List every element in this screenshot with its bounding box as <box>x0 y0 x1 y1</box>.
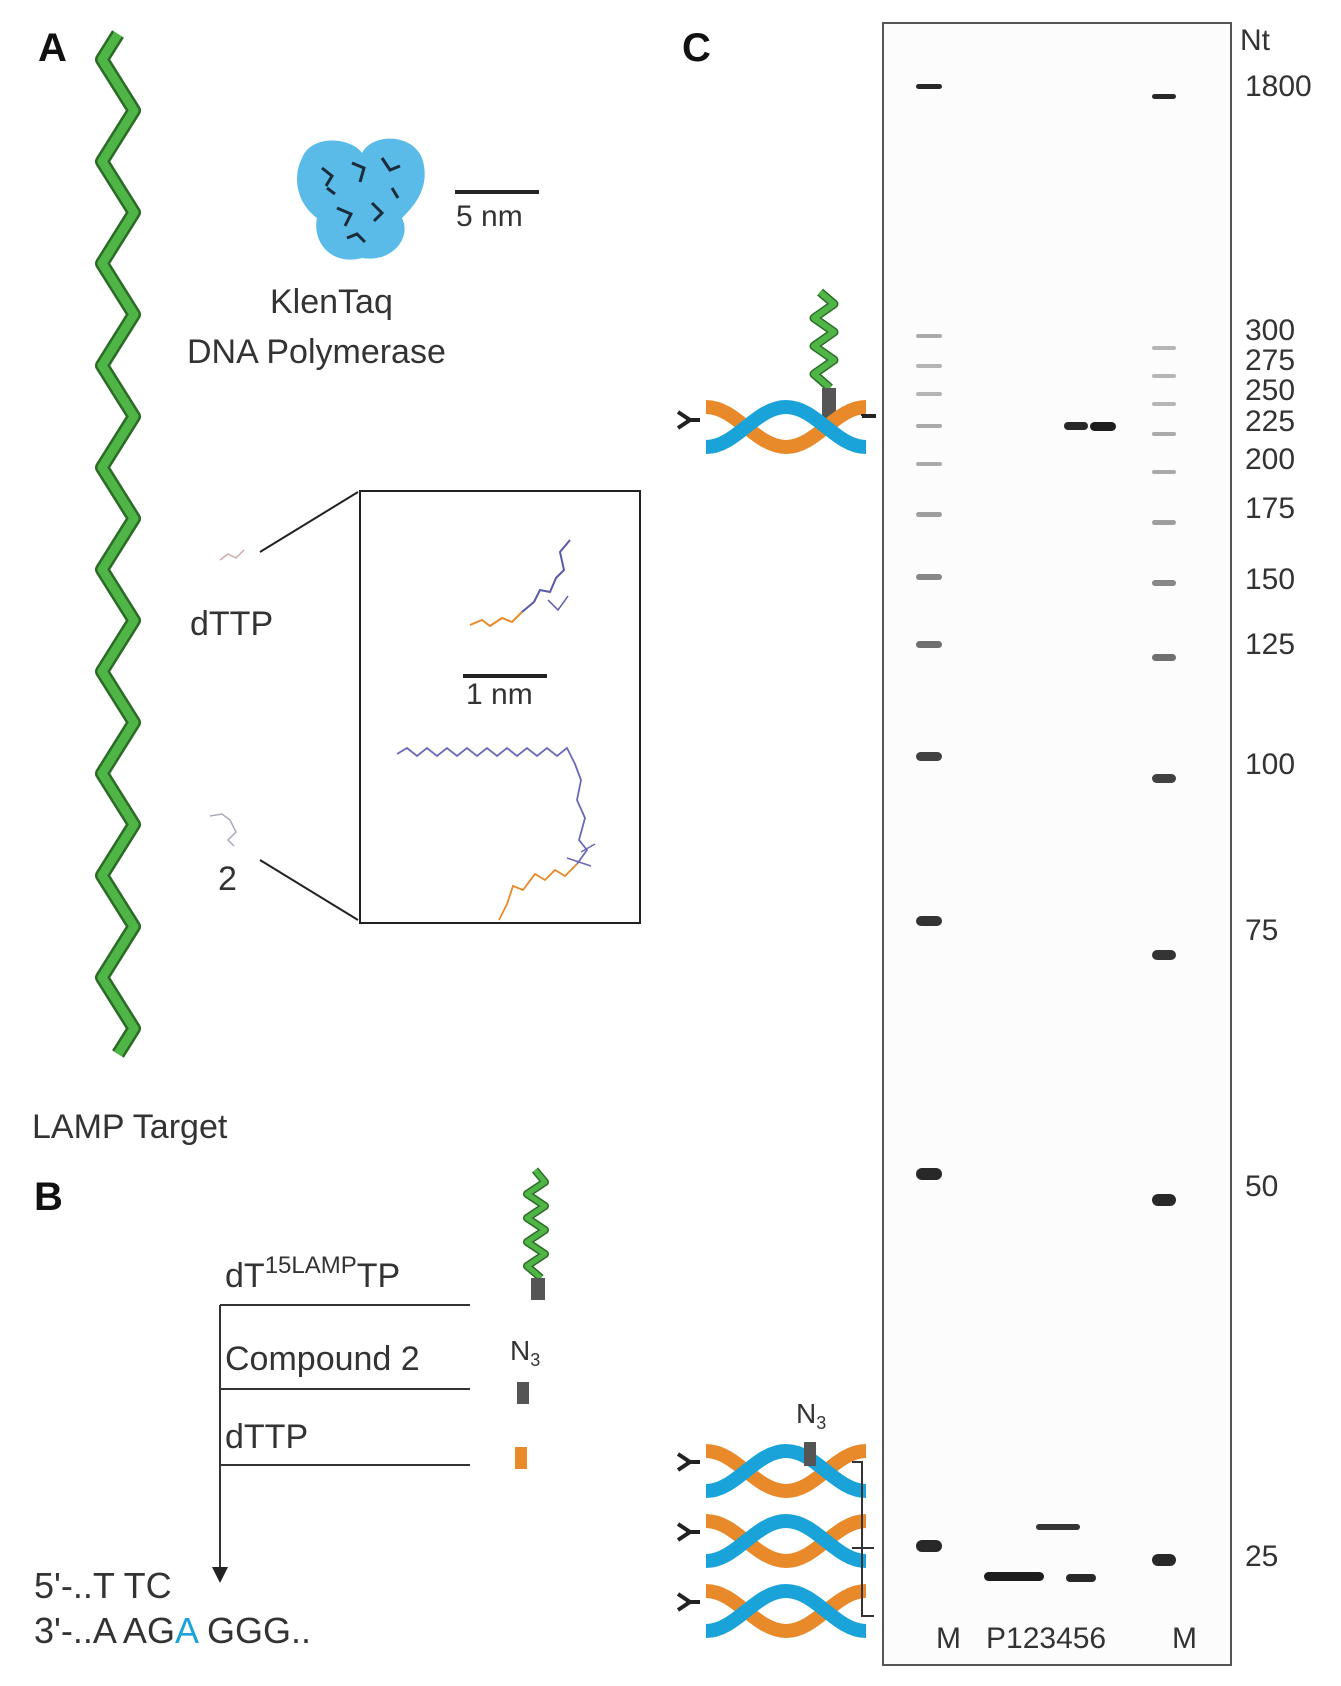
gel-band-marker-left-6 <box>916 512 942 517</box>
row-dt15lamptp-pre: dT <box>225 1257 265 1295</box>
tick-1800: 1800 <box>1245 70 1312 103</box>
scale-1nm-label: 1 nm <box>466 678 533 711</box>
sequence-bottom-highlight: A <box>174 1610 197 1651</box>
scale-bar-5nm <box>455 190 539 194</box>
tick-25: 25 <box>1245 1540 1279 1573</box>
duplex-helix-icon-2 <box>676 1513 867 1569</box>
compound-2-label: 2 <box>218 860 237 898</box>
gel-band-lane-5-bottom <box>1066 1574 1096 1582</box>
duplex-helix-icon-1 <box>676 1442 867 1499</box>
gel-band-marker-left-5 <box>916 462 942 466</box>
tick-250: 250 <box>1245 374 1296 407</box>
n3-n-b: N <box>510 1335 531 1366</box>
gel-band-marker-right-8 <box>1152 654 1176 661</box>
panel-a-label: A <box>38 26 67 70</box>
gel-band-marker-left-7 <box>916 574 942 580</box>
row-compound-2-label: Compound 2 <box>225 1340 420 1378</box>
bottom-bracket-lines <box>852 1461 874 1617</box>
product-band-marker-line <box>862 416 876 418</box>
compound-2-molecule-small <box>209 813 237 847</box>
gel-band-marker-right-12 <box>1152 1554 1176 1566</box>
duplex-helix-icon-3 <box>676 1583 867 1639</box>
gel-band-marker-right-5 <box>1152 470 1176 474</box>
gel-band-marker-left-10 <box>916 916 942 926</box>
gel-band-marker-right-3 <box>1152 402 1176 406</box>
gel-band-marker-right-1 <box>1152 346 1176 350</box>
gel-band-marker-left-8 <box>916 641 942 648</box>
sequence-top-strand: 5'-..T TC <box>34 1565 172 1606</box>
n3-sub-b: 3 <box>530 1350 541 1370</box>
panel-b-bracket-lines <box>212 1304 470 1583</box>
lamp-target-dna-strand <box>95 30 141 1058</box>
gel-bands <box>916 84 1176 1582</box>
gel-band-marker-left-12 <box>916 1540 942 1552</box>
dttp-molecule-zoom <box>469 539 571 628</box>
zoom-box <box>359 490 641 924</box>
lamp-target-label: LAMP Target <box>32 1108 228 1146</box>
gel-band-marker-left-4 <box>916 424 942 428</box>
row-dttp-label: dTTP <box>225 1418 309 1456</box>
lane-label-marker-right: M <box>1172 1622 1197 1655</box>
gel-band-marker-left-3 <box>916 392 942 396</box>
gel-band-marker-left-2 <box>916 364 942 368</box>
tick-100: 100 <box>1245 748 1296 781</box>
tick-150: 150 <box>1245 563 1296 596</box>
protein-label-line1: KlenTaq <box>270 283 393 321</box>
tick-125: 125 <box>1245 628 1296 661</box>
compound-2-nucleotide-icon-b <box>517 1382 529 1404</box>
compound-2-molecule-zoom <box>396 746 596 921</box>
tick-300: 300 <box>1245 314 1296 347</box>
scale-bar-1nm <box>463 674 547 678</box>
sequence-bottom-strand: 3'-..A AGA GGG.. <box>34 1610 311 1652</box>
klentaq-protein-structure <box>297 138 425 260</box>
n3-sub-c: 3 <box>816 1413 827 1433</box>
lamp-strand-icon-b <box>523 1167 549 1300</box>
row-dt15lamptp-post: TP <box>356 1257 401 1295</box>
product-duplex-helix-icon <box>676 399 876 455</box>
row-dt15lamptp-label: dT15LAMPTP <box>225 1252 400 1296</box>
zoom-connector-lines <box>259 491 359 921</box>
gel-band-marker-left-0 <box>916 84 942 89</box>
n3-label-b: N3 <box>510 1335 540 1371</box>
sequence-bottom-post: GGG.. <box>196 1610 311 1651</box>
gel-band-product-lane-6 <box>1090 422 1116 431</box>
sequence-bottom-pre: 3'-..A AG <box>34 1610 175 1651</box>
gel-band-marker-right-2 <box>1152 374 1176 378</box>
gel-band-primer-lanes <box>984 1572 1044 1581</box>
gel-band-marker-left-9 <box>916 752 942 761</box>
axis-unit-nt: Nt <box>1240 24 1270 57</box>
tick-175: 175 <box>1245 492 1296 525</box>
panel-b-label: B <box>34 1175 63 1219</box>
gel-image <box>882 22 1232 1666</box>
tick-275: 275 <box>1245 344 1296 377</box>
lane-label-marker-left: M <box>936 1622 961 1655</box>
gel-band-marker-left-11 <box>916 1168 942 1180</box>
gel-band-marker-right-6 <box>1152 520 1176 525</box>
gel-band-marker-left-1 <box>916 334 942 338</box>
n3-label-c: N3 <box>796 1398 826 1434</box>
gel-band-marker-right-10 <box>1152 950 1176 960</box>
gel-band-marker-right-9 <box>1152 774 1176 783</box>
tick-75: 75 <box>1245 914 1279 947</box>
gel-band-marker-right-7 <box>1152 580 1176 586</box>
gel-band-marker-right-11 <box>1152 1194 1176 1206</box>
dttp-nucleotide-icon-b <box>515 1447 527 1469</box>
gel-band-marker-right-4 <box>1152 432 1176 436</box>
gel-band-compound-2-lane <box>1036 1524 1080 1530</box>
lane-label-samples: P123456 <box>986 1622 1107 1655</box>
tick-200: 200 <box>1245 443 1296 476</box>
panel-c-label: C <box>682 26 711 70</box>
tick-225: 225 <box>1245 405 1296 438</box>
scale-5nm-label: 5 nm <box>456 200 523 233</box>
gel-band-product-lane-5 <box>1064 422 1088 430</box>
n3-n-c: N <box>796 1398 817 1429</box>
protein-label-line2: DNA Polymerase <box>187 333 446 371</box>
row-dt15lamptp-sup: 15LAMP <box>264 1252 357 1279</box>
gel-band-marker-right-0 <box>1152 94 1176 99</box>
dttp-molecule-small <box>219 549 245 561</box>
dttp-label: dTTP <box>190 605 274 643</box>
tick-50: 50 <box>1245 1170 1279 1203</box>
product-lamp-strand-icon <box>809 288 839 418</box>
